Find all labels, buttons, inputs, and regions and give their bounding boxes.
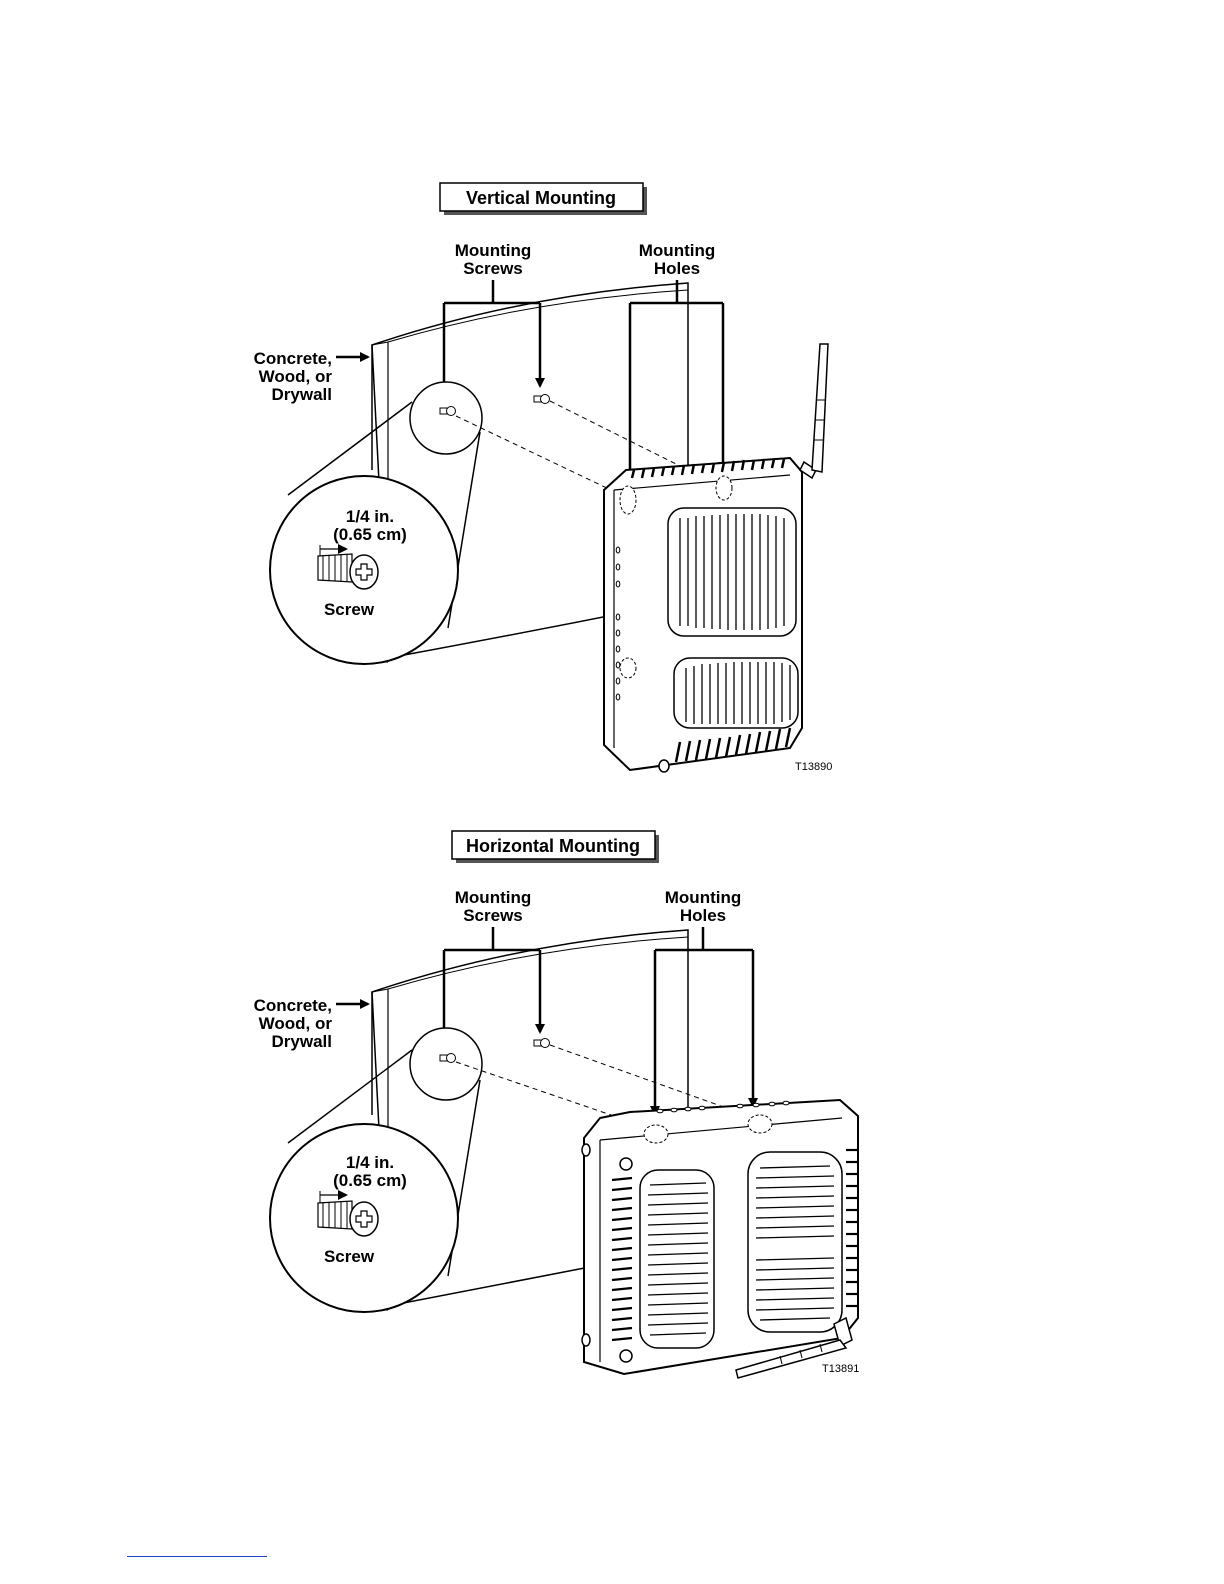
mounting-screws-label: Mounting <box>455 241 531 260</box>
figure-title: Vertical Mounting <box>466 188 616 208</box>
gateway-device-horizontal <box>582 1100 858 1378</box>
surface-label-2: Wood, or <box>259 1014 333 1033</box>
surface-label-2: Wood, or <box>259 367 333 386</box>
footer-rule <box>127 1556 267 1557</box>
horizontal-mounting-figure: Horizontal Mounting Mounting Screws Moun… <box>254 831 860 1378</box>
mounting-holes-label: Mounting <box>665 888 741 907</box>
screw-icon <box>534 1039 550 1048</box>
surface-label-3: Drywall <box>272 1032 332 1051</box>
mounting-holes-label-2: Holes <box>654 259 700 278</box>
surface-label-3: Drywall <box>272 385 332 404</box>
screw-label: Screw <box>324 1247 375 1266</box>
screw-dimension-label: 1/4 in. <box>346 507 394 526</box>
screw-dimension-label-2: (0.65 cm) <box>333 1171 407 1190</box>
antenna <box>812 344 828 472</box>
mounting-holes-label: Mounting <box>639 241 715 260</box>
mounting-screws-label-2: Screws <box>463 259 523 278</box>
magnifier-small-circle <box>410 1028 482 1100</box>
screw-icon <box>440 1054 456 1063</box>
screw-dimension-label: 1/4 in. <box>346 1153 394 1172</box>
surface-label: Concrete, <box>254 349 332 368</box>
figure-id: T13890 <box>795 761 832 773</box>
vertical-mounting-figure: Vertical Mounting Mounting Screws Mounti… <box>254 183 833 773</box>
figure-id: T13891 <box>822 1363 859 1375</box>
screw-icon <box>440 407 456 416</box>
screw-label: Screw <box>324 600 375 619</box>
figure-title: Horizontal Mounting <box>466 836 640 856</box>
screw-icon <box>534 395 550 404</box>
magnifier-small-circle <box>410 382 482 454</box>
mounting-holes-label-2: Holes <box>680 906 726 925</box>
surface-label: Concrete, <box>254 996 332 1015</box>
mounting-screws-label: Mounting <box>455 888 531 907</box>
screw-dimension-label-2: (0.65 cm) <box>333 525 407 544</box>
mounting-screws-label-2: Screws <box>463 906 523 925</box>
